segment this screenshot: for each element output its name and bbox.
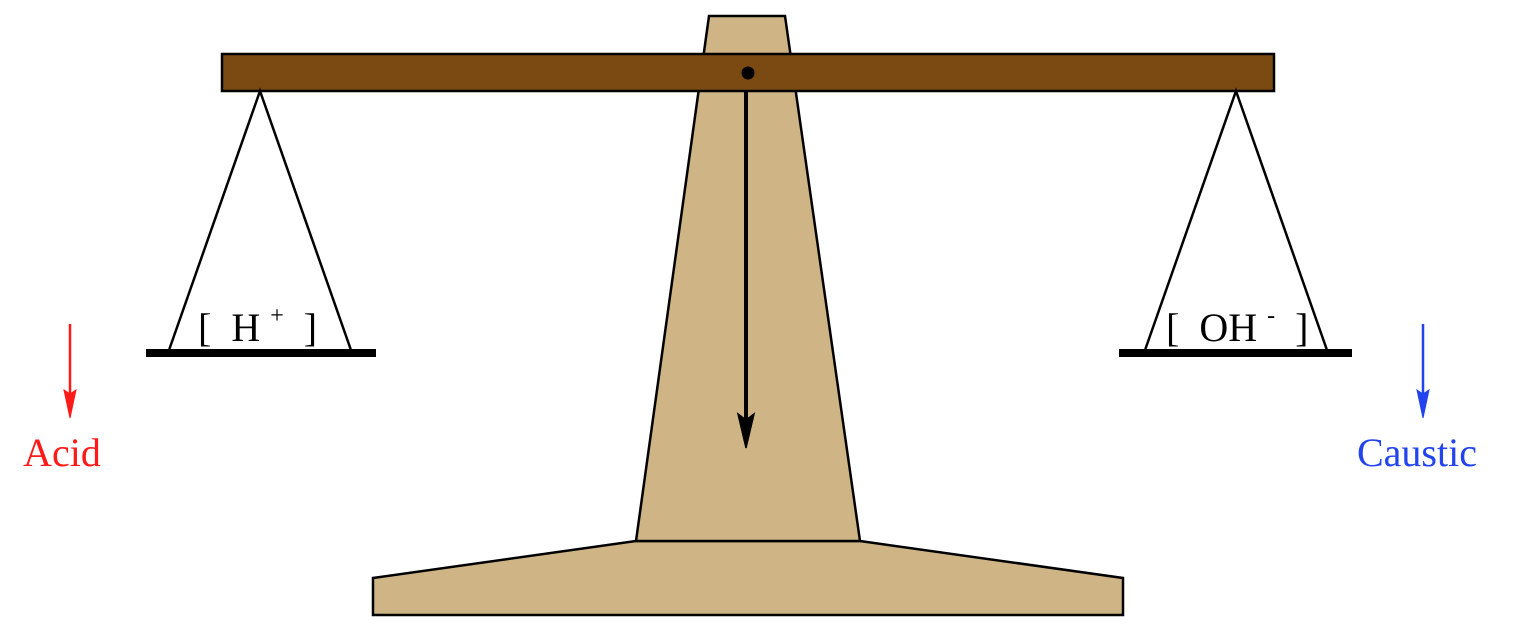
left-pan-label: [ H + ] bbox=[198, 287, 317, 350]
left-ion-base: H bbox=[231, 305, 260, 350]
left-ion-charge: + bbox=[270, 303, 284, 329]
pivot-point bbox=[741, 66, 755, 80]
left-close-bracket: ] bbox=[304, 305, 317, 350]
right-open-bracket: [ bbox=[1166, 305, 1179, 350]
left-pan: [ H + ] bbox=[146, 87, 376, 357]
right-pan-label: [ OH - ] bbox=[1166, 287, 1308, 350]
right-ion-charge: - bbox=[1267, 303, 1275, 329]
acid-arrow-icon bbox=[63, 324, 77, 419]
caustic-arrow-icon bbox=[1416, 324, 1430, 419]
acid-label: Acid bbox=[23, 430, 101, 475]
right-close-bracket: ] bbox=[1295, 305, 1308, 350]
right-ion-base: OH bbox=[1199, 305, 1257, 350]
pointer-arrow-icon bbox=[736, 91, 756, 449]
left-open-bracket: [ bbox=[198, 305, 211, 350]
right-pan-strings bbox=[1142, 87, 1330, 354]
caustic-label: Caustic bbox=[1357, 430, 1477, 475]
stand-base bbox=[371, 539, 1125, 617]
left-pan-strings bbox=[166, 87, 354, 354]
right-pan: [ OH - ] bbox=[1119, 87, 1352, 357]
